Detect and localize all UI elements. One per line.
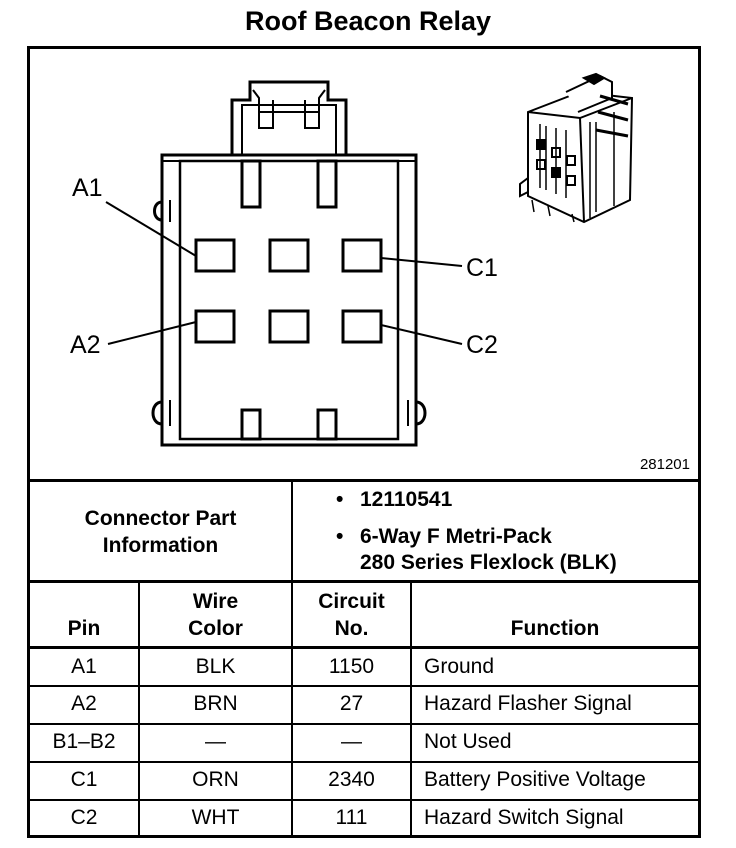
rule-info-bottom [27,580,701,583]
cavity-b2 [268,309,310,344]
rule-row-3 [27,761,701,763]
cavity-a2 [194,309,236,344]
figure-number: 281201 [639,456,690,473]
description-line-2: 280 Series Flexlock (BLK) [360,551,617,574]
rule-info-divider [291,481,293,582]
row-1-function: Ground [424,655,495,678]
row-2-function: Hazard Flasher Signal [424,692,632,715]
label-a2: A2 [70,331,101,359]
rule-diagram-bottom [27,479,701,482]
row-3-pin: B1–B2 [52,730,116,753]
rule-col-1 [138,582,140,837]
rule-col-2 [291,582,293,837]
row-4-pin: C1 [70,768,98,791]
connector-info-label-2: Information [102,534,219,557]
row-1-wire: BLK [195,655,236,678]
rule-col-3 [410,582,412,837]
row-5-pin: C2 [70,806,98,829]
header-function: Function [510,617,600,640]
cavity-c1 [341,238,383,273]
row-3-function: Not Used [424,730,512,753]
row-3-wire: — [205,730,226,753]
row-4-function: Battery Positive Voltage [424,768,646,791]
connector-body [160,153,418,447]
part-number: 12110541 [360,488,453,511]
label-a1: A1 [72,174,103,202]
row-4-wire: ORN [192,768,239,791]
header-circuit-1: Circuit [318,590,385,613]
connector-3d-icon [519,72,634,224]
hook-bottom-left [151,400,163,426]
connector-inner-body [178,159,400,441]
rule-row-4 [27,799,701,801]
row-5-circuit: 111 [335,806,368,829]
rule-row-1 [27,685,701,687]
connector-diagram: A1 A2 C1 C2 [70,72,634,447]
header-pin: Pin [67,617,101,640]
header-circuit-2: No. [334,617,369,640]
connector-info-label-1: Connector Part [84,507,237,530]
header-wire-color-1: Wire [192,590,239,613]
cavity-a1 [194,238,236,273]
outer-frame [27,46,701,838]
row-2-circuit: 27 [339,692,364,715]
description-line-1: 6-Way F Metri-Pack [360,525,552,548]
rule-row-2 [27,723,701,725]
part-number-bullet: • [336,488,344,511]
rule-header-bottom [27,646,701,649]
page-title: Roof Beacon Relay [244,6,492,36]
row-5-function: Hazard Switch Signal [424,806,624,829]
hook-bottom-right [415,400,427,426]
row-1-pin: A1 [71,655,97,678]
row-5-wire: WHT [191,806,240,829]
description-bullet: • [336,525,344,548]
row-1-circuit: 1150 [328,655,375,678]
label-c2: C2 [466,331,498,359]
row-4-circuit: 2340 [328,768,375,791]
cavity-b1 [268,238,310,273]
header-wire-color-2: Color [188,617,243,640]
row-3-circuit: — [341,730,362,753]
label-c1: C1 [466,254,498,282]
latch-housing [230,80,348,155]
cavity-c2 [341,309,383,344]
row-2-wire: BRN [193,692,238,715]
hook-top-left [153,200,163,222]
row-2-pin: A2 [71,692,97,715]
